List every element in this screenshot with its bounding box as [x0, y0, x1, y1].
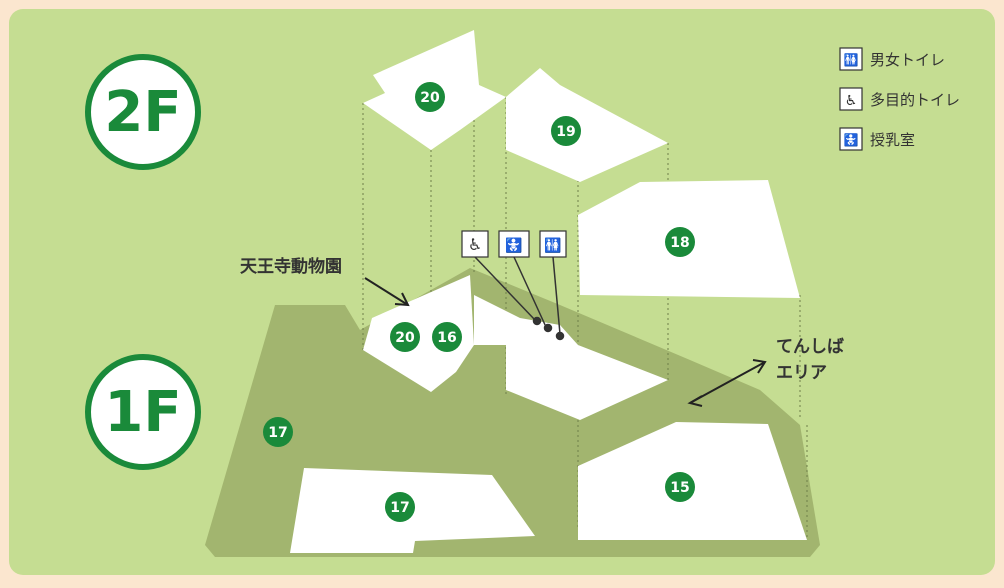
legend-item-restroom: 🚻 男女トイレ [839, 47, 945, 71]
legend-label-restroom: 男女トイレ [870, 51, 945, 69]
svg-text:♿: ♿ [468, 235, 482, 254]
nursing-room-icon[interactable]: 🚼 [498, 230, 530, 258]
floor-label-1f: 1F [104, 380, 181, 445]
marker-20-1f[interactable]: 20 [390, 322, 420, 352]
svg-text:17: 17 [268, 425, 287, 441]
nursing-room-icon [839, 127, 863, 151]
floor-badge-1f[interactable]: 1F [85, 354, 201, 470]
svg-text:15: 15 [670, 480, 689, 496]
svg-text:18: 18 [670, 235, 689, 251]
svg-text:20: 20 [395, 330, 415, 346]
legend-label-accessible: 多目的トイレ [870, 91, 960, 109]
svg-text:19: 19 [556, 124, 575, 140]
svg-text:🚻: 🚻 [544, 237, 561, 254]
zoo-label: 天王寺動物園 [240, 256, 342, 277]
plate-2f-19[interactable] [506, 68, 668, 182]
accessible-restroom-icon [839, 87, 863, 111]
floor-label-2f: 2F [104, 80, 181, 145]
floor-badge-2f[interactable]: 2F [85, 54, 201, 170]
svg-text:♿: ♿ [845, 93, 858, 109]
marker-17-left[interactable]: 17 [263, 417, 293, 447]
marker-18[interactable]: 18 [665, 227, 695, 257]
marker-20-2f[interactable]: 20 [415, 82, 445, 112]
tennoji-label-line2: エリア [776, 363, 827, 383]
legend-item-nursing: 🚼 授乳室 [839, 127, 915, 151]
legend-label-nursing: 授乳室 [870, 131, 915, 149]
accessible-restroom-icon[interactable]: ♿ [461, 230, 489, 258]
svg-text:🚼: 🚼 [844, 133, 859, 147]
restroom-icon [839, 47, 863, 71]
tennoji-arrow [687, 359, 767, 407]
plate-1f-center[interactable] [474, 295, 668, 420]
marker-17-bottom[interactable]: 17 [385, 492, 415, 522]
svg-text:20: 20 [420, 90, 440, 106]
tennoji-label-line1: てんしば [776, 337, 844, 357]
facility-icons: ♿ 🚼 🚻 [461, 230, 567, 341]
marker-15[interactable]: 15 [665, 472, 695, 502]
marker-19[interactable]: 19 [551, 116, 581, 146]
svg-text:🚼: 🚼 [505, 237, 522, 254]
legend: 🚻 男女トイレ ♿ 多目的トイレ 🚼 授乳室 [839, 47, 960, 151]
svg-text:🚻: 🚻 [844, 53, 859, 67]
zoo-arrow [364, 277, 410, 307]
marker-16[interactable]: 16 [432, 322, 462, 352]
restroom-icon[interactable]: 🚻 [539, 230, 567, 258]
legend-item-accessible: ♿ 多目的トイレ [839, 87, 960, 111]
svg-text:16: 16 [437, 330, 456, 346]
svg-text:17: 17 [390, 500, 409, 516]
